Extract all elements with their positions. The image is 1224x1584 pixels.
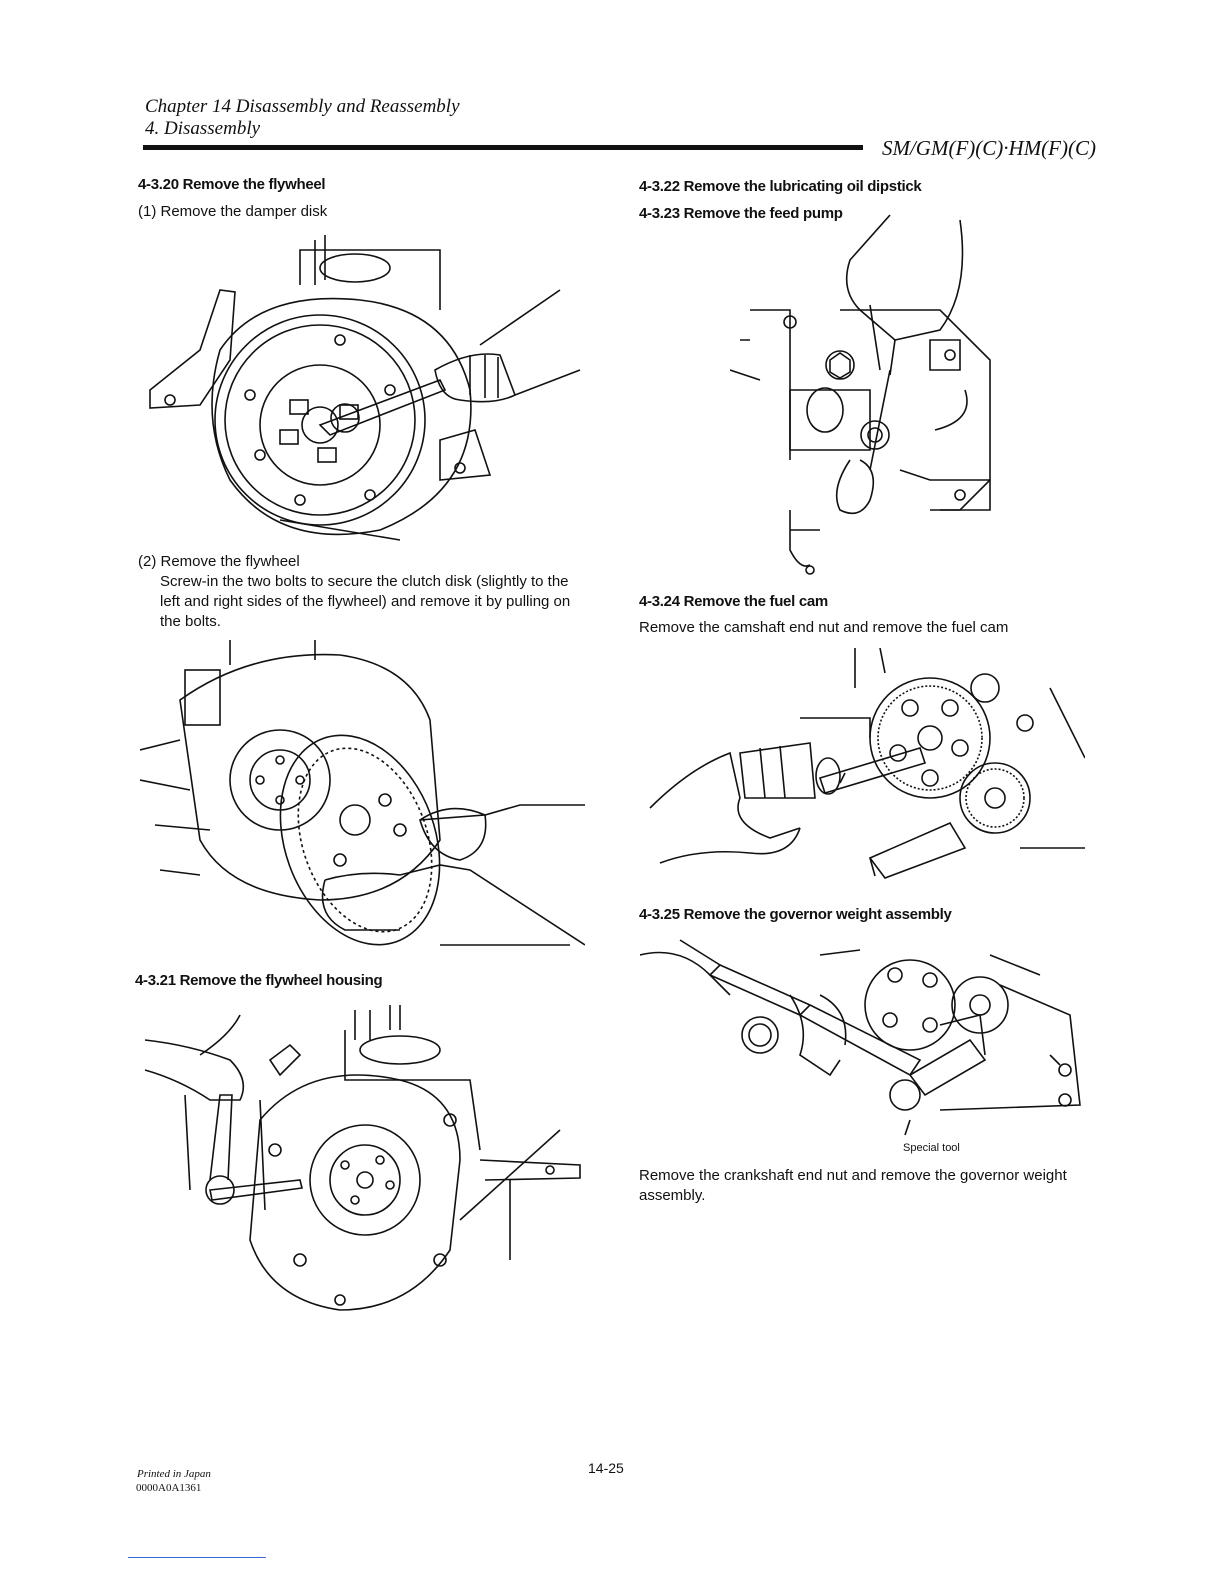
section-title: 4. Disassembly <box>145 118 261 139</box>
chapter-heading: Chapter 14 Disassembly and Reassembly 4.… <box>145 96 460 140</box>
figure-flywheel-housing-removal <box>140 1000 585 1315</box>
section-4-3-22-title: 4-3.22 Remove the lubricating oil dipsti… <box>639 178 922 195</box>
model-code: SM/GM(F)(C)·HM(F)(C) <box>881 136 1096 160</box>
section-4-3-24-title: 4-3.24 Remove the fuel cam <box>639 593 828 610</box>
fuel-cam-instruction: Remove the camshaft end nut and remove t… <box>639 619 1009 636</box>
section-4-3-25-title: 4-3.25 Remove the governor weight assemb… <box>639 906 952 923</box>
header-rule <box>143 145 863 150</box>
section-4-3-20-title: 4-3.20 Remove the flywheel <box>138 176 326 193</box>
page-number: 14-25 <box>588 1460 624 1476</box>
printed-in-japan: Printed in Japan <box>137 1468 211 1480</box>
step-remove-flywheel-text: Screw-in the two bolts to secure the clu… <box>160 573 571 630</box>
step-remove-damper-disk: (1) Remove the damper disk <box>138 203 328 220</box>
chapter-title: Chapter 14 Disassembly and Reassembly <box>145 96 460 117</box>
step-remove-flywheel: (2) Remove the flywheel <box>138 553 300 570</box>
document-code: 0000A0A1361 <box>136 1482 202 1494</box>
figure-flywheel-removal <box>140 640 585 955</box>
section-4-3-21-title: 4-3.21 Remove the flywheel housing <box>135 972 383 989</box>
section-4-3-23-title: 4-3.23 Remove the feed pump <box>639 205 843 222</box>
figure-fuel-cam-removal <box>640 648 1085 893</box>
figure-feed-pump-removal <box>730 210 1010 580</box>
footer-divider <box>128 1557 266 1558</box>
figure-governor-weight-removal <box>640 935 1085 1150</box>
special-tool-label: Special tool <box>903 1142 960 1154</box>
figure-damper-disk-removal <box>140 230 585 550</box>
governor-weight-instruction: Remove the crankshaft end nut and remove… <box>639 1167 1067 1204</box>
